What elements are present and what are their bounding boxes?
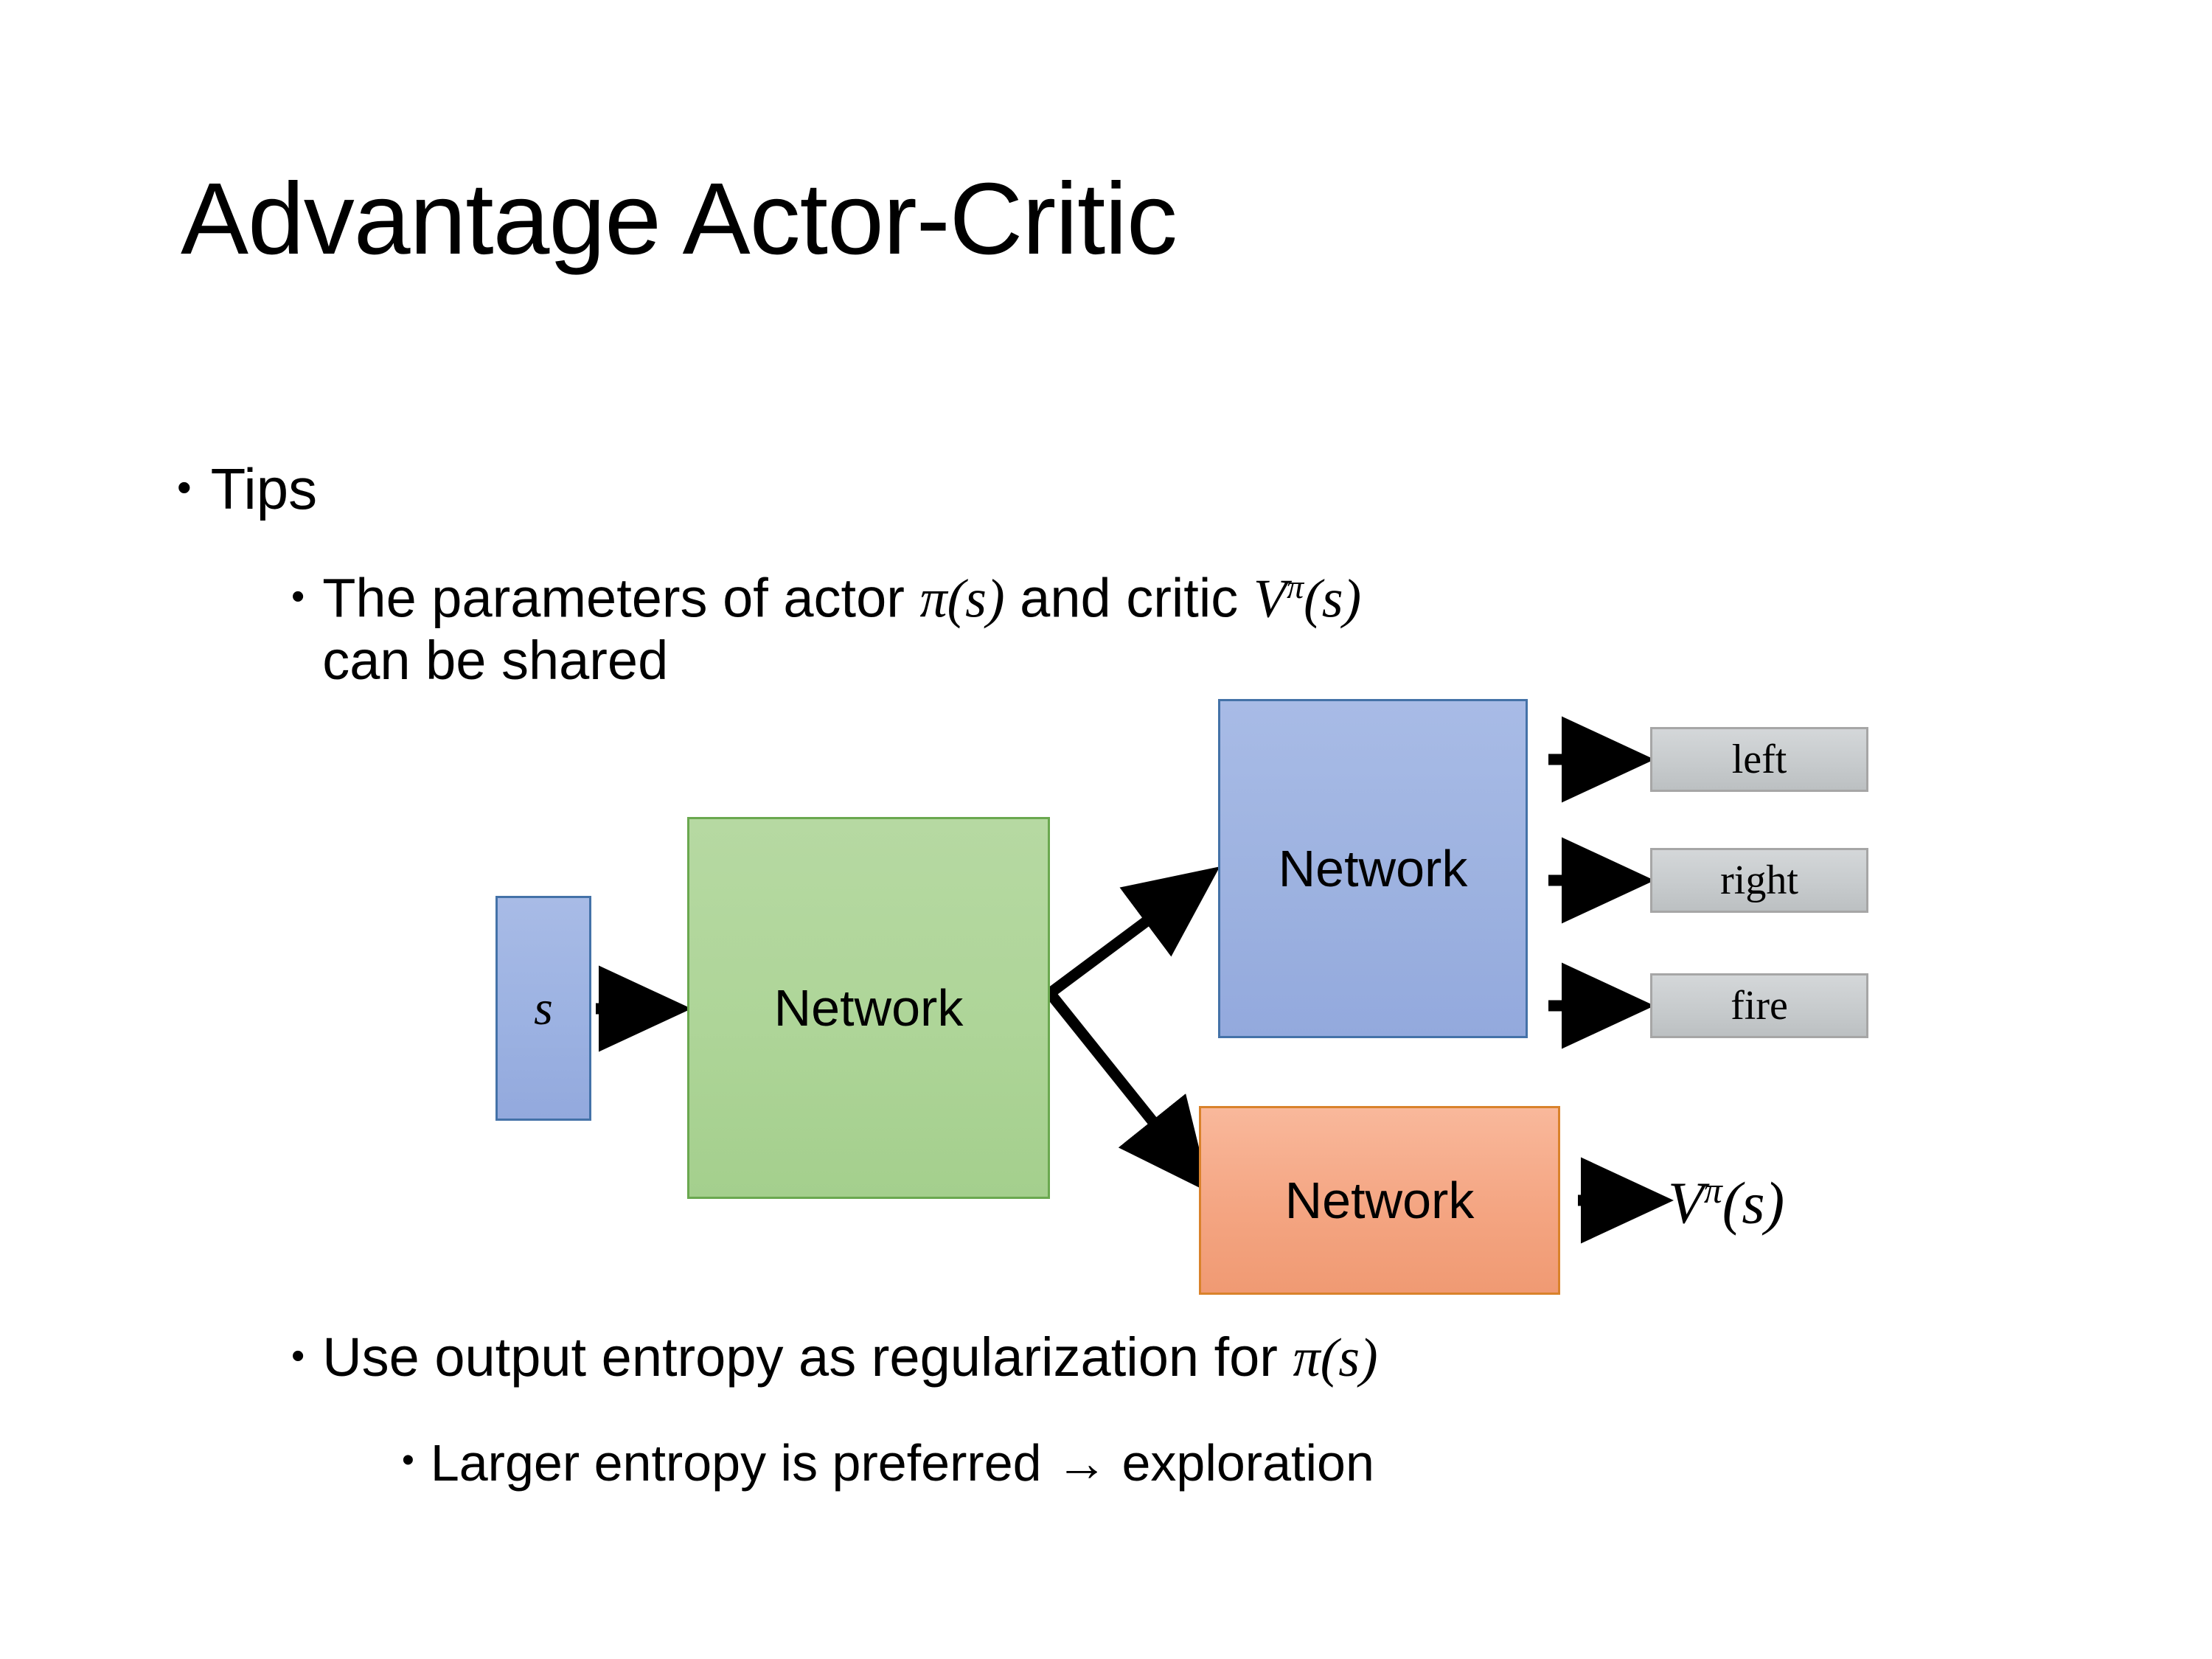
state-input-label: s (534, 981, 553, 1035)
params-v-symbol: V (1253, 568, 1287, 630)
entropy-pi-symbol: π(s) (1293, 1328, 1378, 1388)
params-v-argument: (s) (1304, 568, 1362, 630)
critic-network-node: Network (1199, 1106, 1560, 1295)
value-output-symbol: V (1668, 1171, 1704, 1237)
arrow-shared-to-actor (1046, 866, 1220, 998)
actor-network-node: Network (1218, 699, 1528, 1038)
bullet-marker-icon: • (291, 575, 305, 618)
action-output-left-label: left (1731, 737, 1787, 782)
value-output-label: Vπ(s) (1668, 1172, 1784, 1234)
params-v-superscript: π (1287, 568, 1304, 605)
bullet-tips: • Tips (177, 456, 318, 521)
shared-network-label: Network (773, 979, 964, 1037)
value-output-superscript: π (1703, 1170, 1722, 1211)
params-text-mid: and critic (1004, 567, 1253, 629)
actor-network-label: Network (1278, 840, 1468, 897)
bullet-marker-icon: • (402, 1441, 414, 1480)
bullet-marker-icon: • (177, 464, 192, 510)
entropy-text: Use output entropy as regularization for (322, 1326, 1293, 1388)
bullet-entropy: • Use output entropy as regularization f… (291, 1326, 1378, 1389)
params-text-tail: can be shared (322, 629, 669, 691)
params-pi-symbol: π(s) (919, 568, 1005, 630)
arrow-shared-to-critic (1046, 990, 1211, 1194)
shared-network-node: Network (687, 817, 1050, 1199)
bullet-marker-icon: • (291, 1335, 305, 1377)
bullet-entropy-label: Use output entropy as regularization for… (322, 1326, 1378, 1389)
critic-network-label: Network (1284, 1172, 1475, 1229)
bullet-larger-entropy: • Larger entropy is preferred → explorat… (402, 1434, 1374, 1492)
action-output-left: left (1650, 727, 1868, 792)
action-output-fire: fire (1650, 973, 1868, 1038)
state-input-node: s (495, 896, 591, 1121)
bullet-larger-entropy-label: Larger entropy is preferred → exploratio… (430, 1434, 1374, 1492)
bullet-parameters: • The parameters of actor π(s) and criti… (291, 568, 1840, 691)
value-output-argument: (s) (1722, 1171, 1785, 1237)
params-text-lead: The parameters of actor (322, 567, 920, 629)
action-output-right: right (1650, 848, 1868, 913)
page-title: Advantage Actor-Critic (181, 162, 1178, 276)
action-output-fire-label: fire (1731, 983, 1788, 1029)
action-output-right-label: right (1720, 858, 1798, 903)
bullet-parameters-label: The parameters of actor π(s) and critic … (322, 568, 1782, 691)
bullet-tips-label: Tips (210, 456, 318, 521)
